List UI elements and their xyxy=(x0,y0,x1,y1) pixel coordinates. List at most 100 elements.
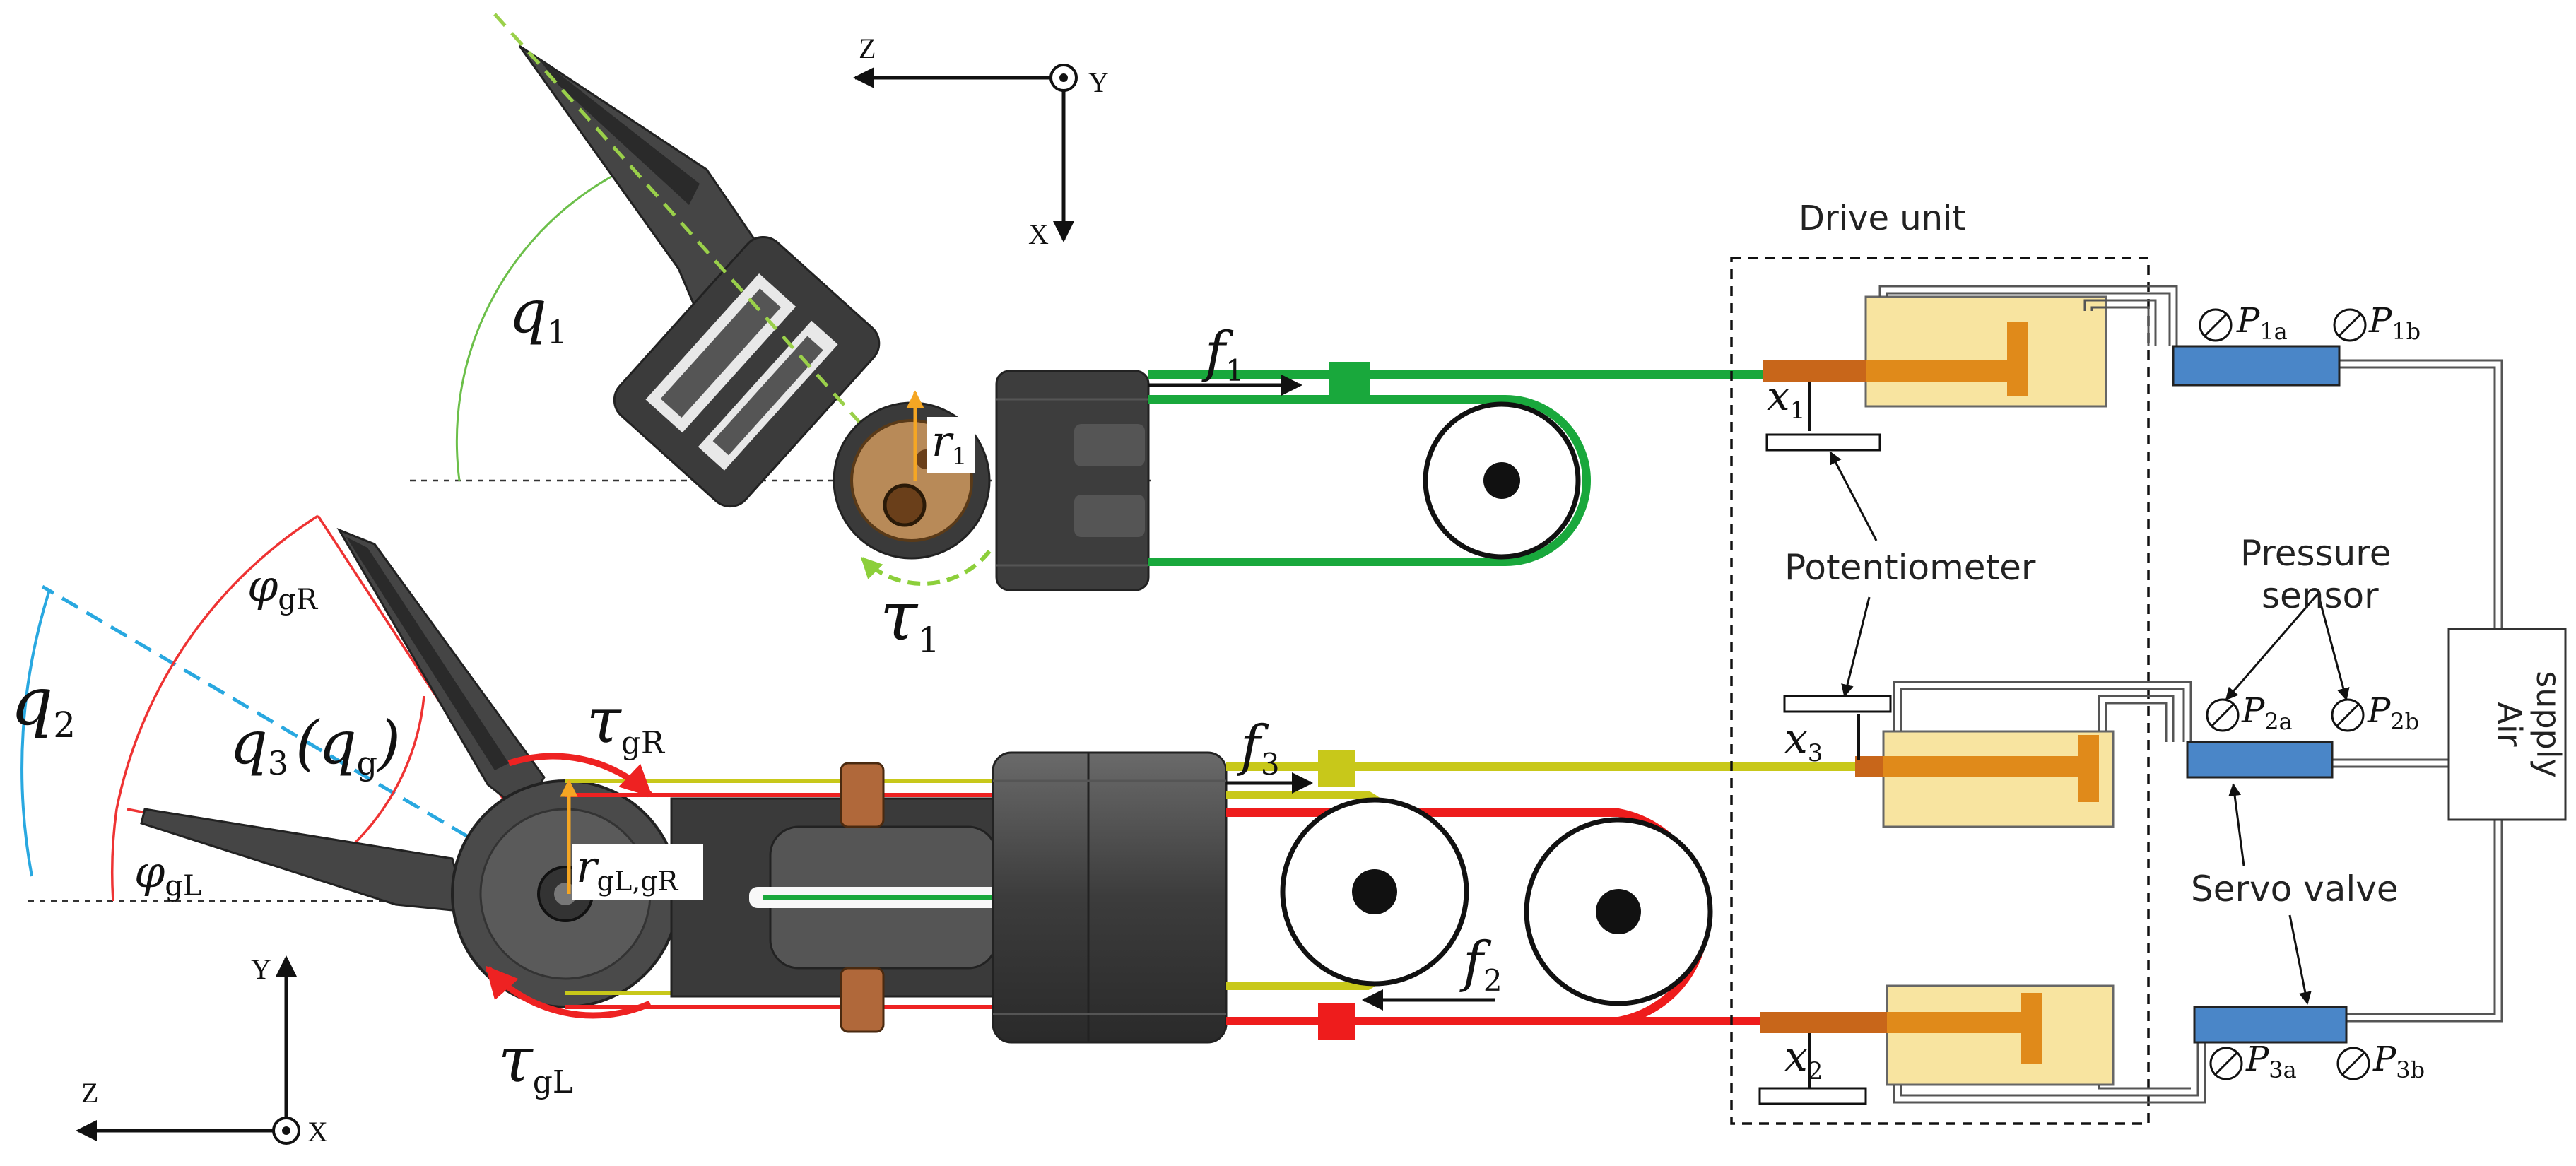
svg-text:φgL: φgL xyxy=(134,846,202,902)
svg-text:x1: x1 xyxy=(1767,372,1805,425)
gauge-p3b-icon xyxy=(2336,1047,2370,1080)
air-supply-box xyxy=(2447,628,2567,821)
svg-text:f2: f2 xyxy=(1459,931,1502,998)
servo-valve-3 xyxy=(2193,1006,2348,1044)
x2-symbol: x xyxy=(1784,1032,1808,1080)
axis-bottom-y-label: Y xyxy=(251,953,271,985)
p1a-symbol: P xyxy=(2236,301,2260,341)
p1b-symbol: P xyxy=(2368,301,2392,341)
svg-text:φgR: φgR xyxy=(247,560,319,616)
q1-symbol: q xyxy=(509,277,547,346)
x2-subscript: 2 xyxy=(1808,1057,1823,1085)
svg-text:τ1: τ1 xyxy=(880,577,940,661)
servo-valve-2 xyxy=(2186,741,2334,779)
pressure-sensor-label-line1: Pressure xyxy=(2240,533,2392,574)
cylinder-3 xyxy=(1783,695,2115,828)
svg-text:f1: f1 xyxy=(1201,321,1245,388)
q2-subscript: 2 xyxy=(53,705,76,746)
svg-text:rgL,gR: rgL,gR xyxy=(576,841,679,897)
phi-gL-subscript: gL xyxy=(165,870,201,902)
axes-top: Z Y X xyxy=(853,33,1109,250)
axis-top-x-label: X xyxy=(1028,218,1049,250)
gauge-p2a-icon xyxy=(2206,698,2240,732)
tau-gR-symbol: τ xyxy=(587,684,622,757)
axis-top-y-label: Y xyxy=(1088,66,1109,98)
gauge-p1a-icon xyxy=(2199,308,2233,342)
cylinder-2 xyxy=(1758,984,2115,1105)
p2b-subscript: 2b xyxy=(2390,708,2419,735)
tau-gR-subscript: gR xyxy=(621,725,666,761)
p1a-subscript: 1a xyxy=(2259,318,2287,345)
tau-gL-symbol: τ xyxy=(498,1023,534,1096)
drive-unit-border xyxy=(1730,257,2150,1125)
r-gL-gR-label-bg xyxy=(572,844,703,900)
q3-symbol: q xyxy=(230,708,268,777)
qg-open: (q xyxy=(295,708,357,777)
svg-text:P1a: P1a xyxy=(2236,301,2288,345)
gauge-p1b-icon xyxy=(2333,308,2367,342)
svg-text:P3a: P3a xyxy=(2245,1040,2297,1083)
air-supply-label-line1: Air xyxy=(2490,702,2529,746)
pulley-bottom-left-icon xyxy=(1280,797,1469,987)
servo-valve-1 xyxy=(2172,345,2341,387)
x1-symbol: x xyxy=(1767,372,1790,420)
axes-bottom: Y Z X xyxy=(76,953,328,1148)
p3b-symbol: P xyxy=(2372,1040,2396,1079)
svg-text:f3: f3 xyxy=(1237,714,1280,782)
q2-arc xyxy=(20,589,51,877)
gauge-p3a-icon xyxy=(2209,1047,2243,1080)
qg-close: ) xyxy=(376,708,401,777)
x-axis-out-of-plane-icon xyxy=(272,1117,300,1145)
qg-subscript: g xyxy=(357,744,377,782)
svg-text:q2: q2 xyxy=(11,664,76,746)
f1-subscript: 1 xyxy=(1225,353,1245,388)
tau1-subscript: 1 xyxy=(917,620,940,661)
pressure-gauges xyxy=(2199,308,2370,1080)
pulley-top-icon xyxy=(1423,401,1581,560)
axis-bottom-x-label: X xyxy=(307,1116,328,1148)
p2a-symbol: P xyxy=(2241,691,2265,731)
r1-symbol: r xyxy=(931,417,954,466)
phi-gL-symbol: φ xyxy=(134,846,165,897)
p3a-symbol: P xyxy=(2245,1040,2269,1079)
p2b-symbol: P xyxy=(2367,691,2391,731)
p3b-subscript: 3b xyxy=(2396,1056,2425,1083)
axis-top-z-label: Z xyxy=(859,33,876,64)
f3-subscript: 3 xyxy=(1261,747,1280,782)
f2-subscript: 2 xyxy=(1483,963,1502,998)
svg-text:P2a: P2a xyxy=(2241,691,2293,735)
q3-arc xyxy=(352,695,425,846)
r-gL-gR-symbol: r xyxy=(576,841,599,893)
air-supply-label-line2: supply xyxy=(2529,671,2568,778)
x3-subscript: 3 xyxy=(1808,739,1823,767)
potentiometer-label: Potentiometer xyxy=(1784,547,2036,588)
phi-gR-subscript: gR xyxy=(278,584,319,616)
cylinder-1 xyxy=(1763,295,2107,452)
r1-label-bg xyxy=(927,417,975,473)
p3a-subscript: 3a xyxy=(2269,1056,2296,1083)
svg-text:x2: x2 xyxy=(1784,1032,1823,1085)
svg-text:P3b: P3b xyxy=(2372,1040,2425,1083)
tau-gL-subscript: gL xyxy=(533,1064,573,1100)
phi-gR-symbol: φ xyxy=(247,560,278,611)
q1-angle-arc xyxy=(455,175,612,481)
x3-symbol: x xyxy=(1784,714,1808,762)
drive-unit-title: Drive unit xyxy=(1799,199,1965,238)
svg-text:P2b: P2b xyxy=(2367,691,2419,735)
green-cable-loop xyxy=(1148,362,1774,566)
joint-top-assembly xyxy=(410,13,1152,591)
svg-text:r1: r1 xyxy=(931,417,967,471)
p1b-subscript: 1b xyxy=(2392,318,2421,345)
leader-lines xyxy=(1829,451,2350,1005)
tau1-symbol: τ xyxy=(880,577,919,656)
r-gL-gR-subscript: gL,gR xyxy=(597,866,679,897)
svg-text:P1b: P1b xyxy=(2368,301,2421,345)
q2-symbol: q xyxy=(11,664,53,741)
pulley-bottom-right-icon xyxy=(1524,817,1713,1006)
y-axis-out-of-plane-icon xyxy=(1049,64,1078,92)
q3-subscript: 3 xyxy=(268,744,288,782)
pressure-sensor-label-line2: sensor xyxy=(2262,575,2379,616)
phi-gL-arc xyxy=(110,808,118,902)
svg-text:q1: q1 xyxy=(509,277,567,351)
